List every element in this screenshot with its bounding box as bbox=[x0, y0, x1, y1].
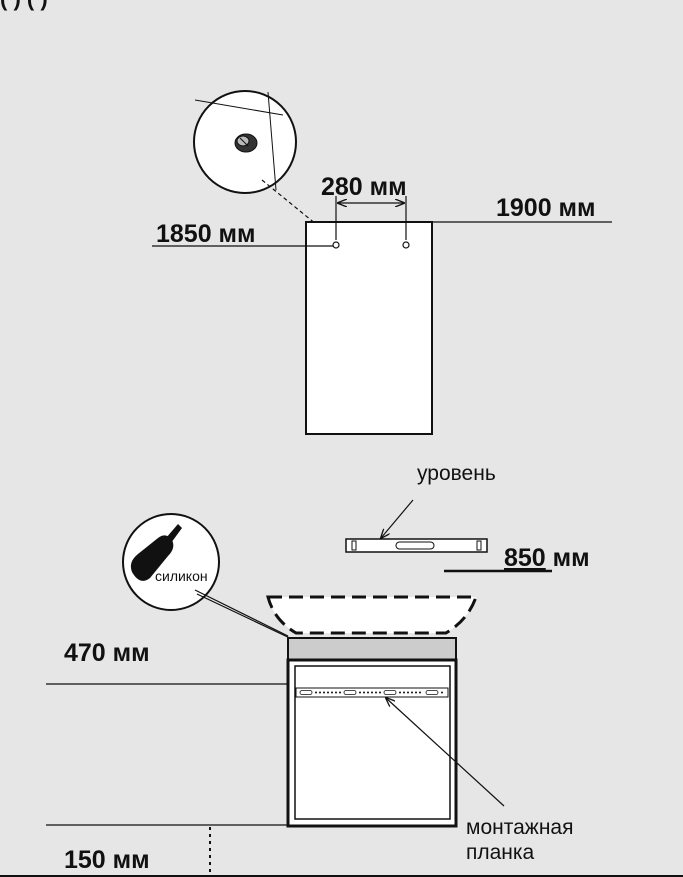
level-height-unit: мм bbox=[545, 544, 590, 572]
countertop bbox=[287, 637, 457, 661]
spirit-level-icon bbox=[345, 538, 488, 553]
header-partial-text: ( ) ( ) bbox=[0, 0, 683, 12]
level-label: уровень bbox=[417, 462, 496, 485]
top-edge-height-label: 1900 мм bbox=[496, 194, 596, 222]
basin-outline bbox=[266, 595, 479, 635]
left-hole-height-label: 1850 мм bbox=[156, 220, 256, 248]
level-height-label: 850 мм bbox=[504, 546, 590, 571]
screw-icon bbox=[234, 133, 258, 153]
detail-leader-line bbox=[261, 179, 334, 239]
silicone-detail-circle bbox=[122, 513, 220, 611]
cabinet-top-height-label: 470 мм bbox=[64, 639, 150, 667]
rail-pointer-arrow bbox=[386, 698, 505, 807]
mounting-rail-label-line2: планка bbox=[466, 841, 535, 864]
hole-spacing-label: 280 мм bbox=[321, 173, 407, 201]
level-pointer-arrow bbox=[381, 499, 414, 538]
floor-offset-label: 150 мм bbox=[64, 846, 150, 874]
silicone-label: силикон bbox=[155, 568, 208, 584]
wall-panel bbox=[305, 221, 433, 435]
screw-detail-circle bbox=[193, 90, 297, 194]
mounting-rail bbox=[295, 687, 449, 698]
silicone-tube-icon bbox=[130, 524, 182, 581]
vanity-cabinet bbox=[286, 658, 458, 828]
mounting-hole-left bbox=[332, 196, 340, 249]
mounting-rail-label-line1: монтажная bbox=[466, 816, 574, 839]
level-height-value: 850 bbox=[504, 544, 546, 572]
mounting-hole-right bbox=[402, 196, 410, 249]
